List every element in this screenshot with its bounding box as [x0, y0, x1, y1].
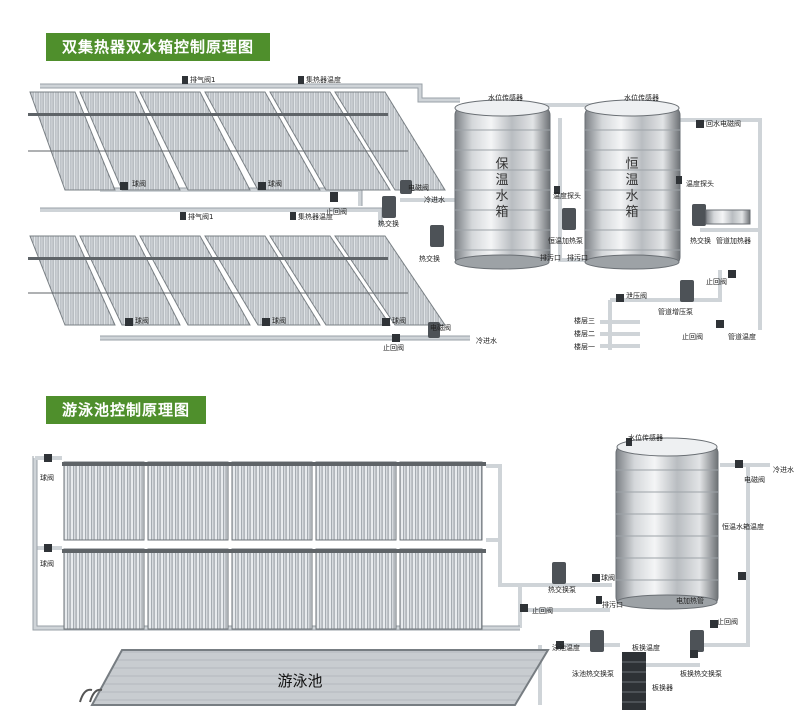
label-pipe-heater: 管道加热器 — [716, 236, 751, 245]
label-temp-probe-2: 温度探头 — [686, 179, 714, 188]
label-check-valve-c: 止回阀 — [706, 277, 727, 286]
label-drain-1: 排污口 — [540, 253, 561, 262]
label-pool-drain: 排污口 — [602, 600, 623, 609]
tank2-vertical-label: 恒温水箱 — [625, 157, 638, 220]
label-solenoid-a: 电磁阀 — [408, 183, 429, 192]
pool-tank — [615, 437, 719, 610]
label-solenoid-b: 电磁阀 — [430, 323, 451, 332]
pump-icon — [552, 562, 704, 652]
label-pool-ball-valve-b: 球阀 — [40, 559, 54, 568]
swimming-pool — [79, 649, 550, 706]
label-plate-hx-pump: 板换热交换泵 — [680, 669, 722, 678]
label-collector-temp-1: 集热器温度 — [306, 75, 341, 84]
label-plate-temp: 板换温度 — [632, 643, 660, 652]
valve-icon — [120, 76, 736, 342]
label-cold-inlet-b: 冷进水 — [476, 336, 497, 345]
label-exhaust-valve-1a: 排气阀1 — [190, 75, 215, 84]
label-pipe-temp: 管道温度 — [728, 332, 756, 341]
label-pool-check-valve-b: 止回阀 — [717, 617, 738, 626]
label-pool-solenoid: 电磁阀 — [744, 475, 765, 484]
label-tank2-level-sensor: 水位传感器 — [624, 93, 659, 102]
label-floor-1: 楼层一 — [574, 342, 595, 351]
label-heat-exchange-c: 热交换 — [690, 236, 711, 245]
label-pool-check-valve-a: 止回阀 — [532, 606, 553, 615]
tank1-vertical-label: 保温水箱 — [495, 157, 508, 220]
pump-icon — [382, 180, 706, 338]
label-pool-temp: 泳池温度 — [552, 643, 580, 652]
plate-heat-exchanger — [622, 652, 646, 710]
label-check-valve-a: 止回阀 — [326, 207, 347, 216]
label-return-solenoid: 回水电磁阀 — [706, 119, 741, 128]
section-title-pool: 游泳池控制原理图 — [46, 396, 207, 424]
label-tank1-level-sensor: 水位传感器 — [488, 93, 523, 102]
constant-temp-tank — [584, 99, 681, 270]
label-heat-exchange-a: 热交换 — [378, 219, 399, 228]
label-cold-inlet-a: 冷进水 — [424, 195, 445, 204]
label-pool-electric-heater: 电加热管 — [676, 596, 704, 605]
label-booster-pump: 管道增压泵 — [658, 307, 693, 316]
label-ball-valve-2c: 球阀 — [392, 316, 406, 325]
label-ball-valve-2a: 球阀 — [135, 316, 149, 325]
label-pool-cold-inlet: 冷进水 — [773, 465, 794, 474]
pool-label: 游泳池 — [277, 672, 322, 690]
label-circ-heat-pump: 恒温加热泵 — [548, 236, 583, 245]
label-ball-valve-2b: 球阀 — [272, 316, 286, 325]
label-check-valve-b: 止回阀 — [383, 343, 404, 352]
label-heat-exchange-b: 热交换 — [419, 254, 440, 263]
pipe-heater — [705, 209, 751, 225]
label-ball-valve-1a: 球阀 — [132, 179, 146, 188]
insulated-tank — [454, 99, 551, 270]
label-plate-hx: 板换器 — [652, 683, 673, 692]
label-exhaust-valve-1b: 排气阀1 — [188, 212, 213, 221]
pool-collector-array — [62, 461, 486, 630]
section-title-dual-tank: 双集热器双水箱控制原理图 — [46, 33, 271, 61]
label-pool-level-sensor: 水位传感器 — [628, 433, 663, 442]
label-collector-temp-2: 集热器温度 — [298, 212, 333, 221]
label-relief-valve: 泄压阀 — [626, 291, 647, 300]
label-floor-3: 楼层三 — [574, 316, 595, 325]
label-pool-hx-pump-2: 泳池热交换泵 — [572, 669, 614, 678]
label-ball-valve-1b: 球阀 — [268, 179, 282, 188]
label-temp-probe-1: 温度探头 — [553, 191, 581, 200]
label-pool-ball-valve-c: 球阀 — [601, 573, 615, 582]
label-drain-2: 排污口 — [567, 253, 588, 262]
label-pool-hx-pump: 热交换泵 — [548, 585, 576, 594]
label-floor-2: 楼层二 — [574, 329, 595, 338]
collector-array-1 — [28, 91, 446, 191]
label-pool-ball-valve-a: 球阀 — [40, 473, 54, 482]
label-pool-tank-temp: 恒温水箱温度 — [722, 522, 764, 531]
label-check-valve-d: 止回阀 — [682, 332, 703, 341]
valve-icon — [44, 438, 746, 658]
collector-array-2 — [28, 235, 446, 326]
